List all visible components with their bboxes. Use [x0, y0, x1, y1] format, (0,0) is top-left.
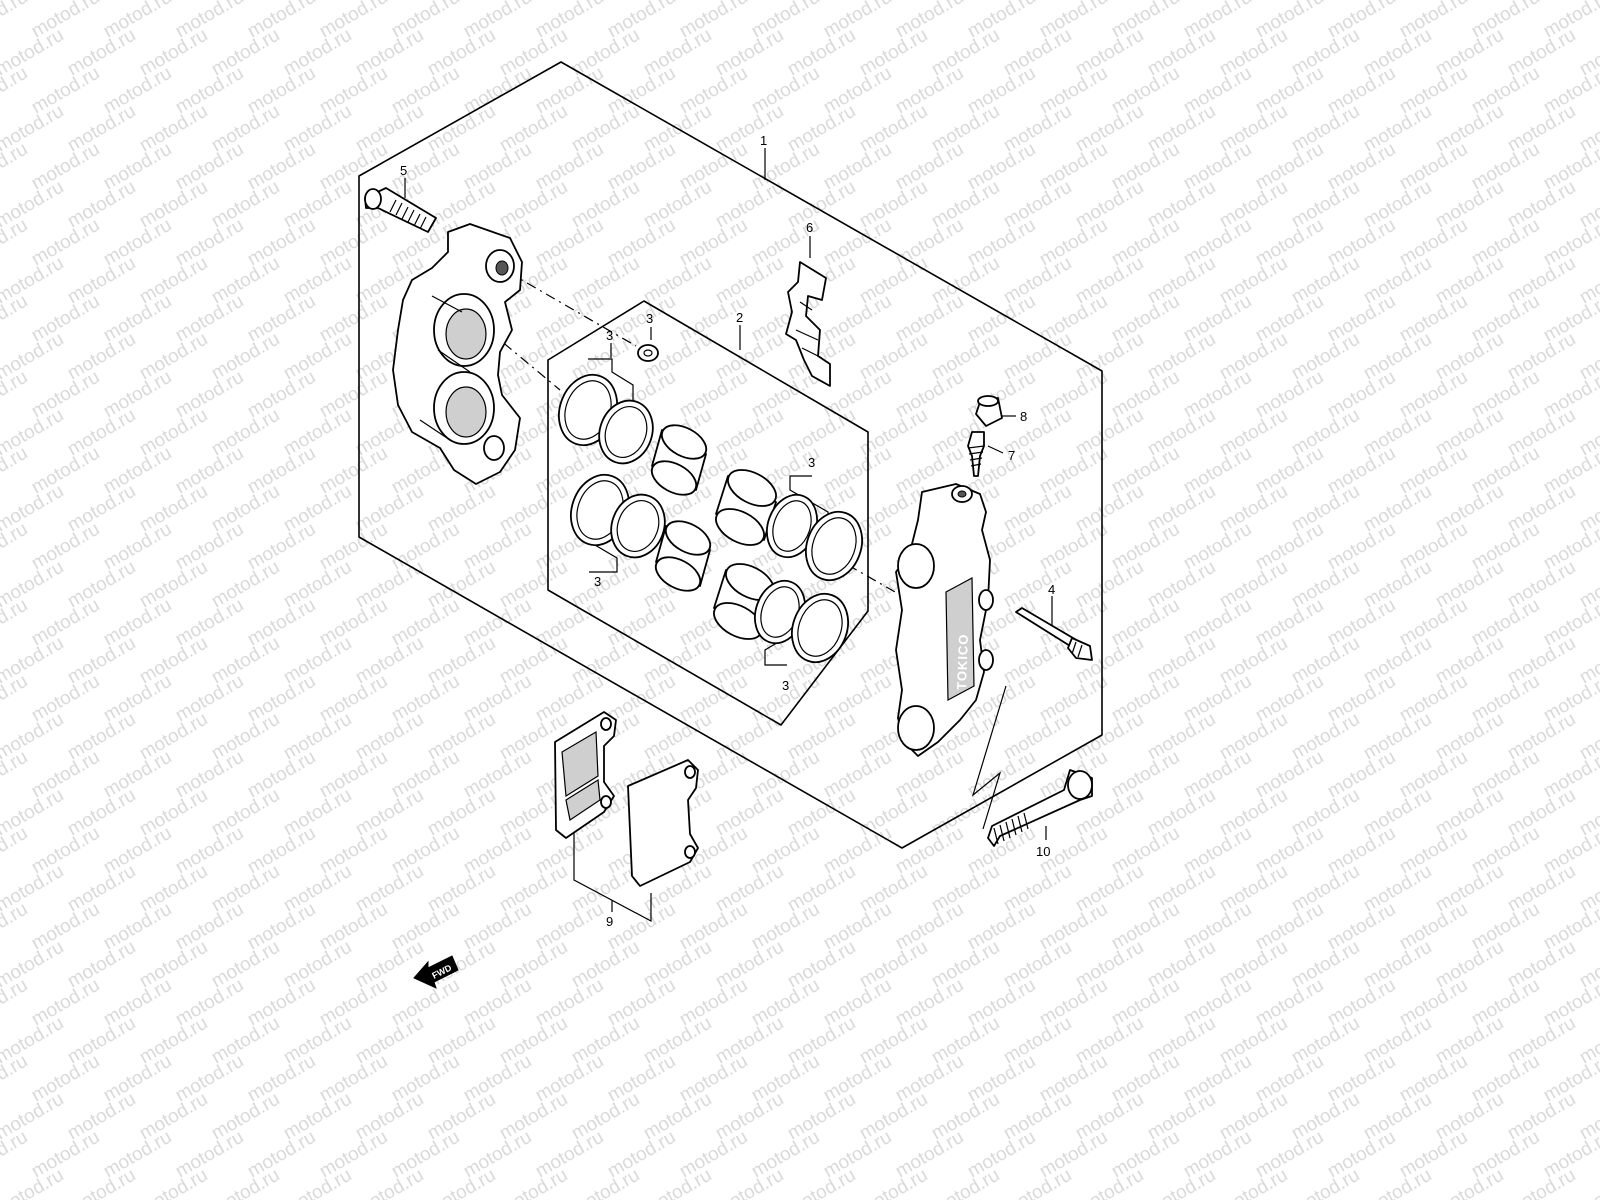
watermark-text: motod.ru: [0, 367, 31, 423]
watermark-text: motod.ru: [0, 63, 31, 119]
callout-6: 6: [806, 220, 813, 235]
watermark-text: motod.ru: [0, 291, 31, 347]
watermark-text: motod.ru: [568, 1165, 643, 1200]
watermark-text: motod.ru: [1072, 1165, 1147, 1200]
watermark-text: motod.ru: [0, 823, 31, 879]
watermark-text: motod.ru: [0, 1051, 31, 1107]
watermark-text: motod.ru: [1576, 0, 1600, 4]
watermark-text: motod.ru: [0, 671, 31, 727]
watermark-text: motod.ru: [1144, 1165, 1219, 1200]
watermark-text: motod.ru: [208, 1165, 283, 1200]
watermark-text: motod.ru: [1000, 1165, 1075, 1200]
watermark-text: motod.ru: [640, 1165, 715, 1200]
callout-4: 4: [1048, 582, 1055, 597]
watermark-text: motod.ru: [0, 443, 31, 499]
watermark-text: motod.ru: [856, 1165, 931, 1200]
watermark-text: motod.ru: [928, 1165, 1003, 1200]
watermark-text: motod.ru: [712, 1165, 787, 1200]
callout-10: 10: [1036, 844, 1050, 859]
watermark-text: motod.ru: [0, 595, 31, 651]
callout-8: 8: [1020, 409, 1027, 424]
callout-3-upper-left: 3: [606, 328, 613, 343]
watermark-text: motod.ru: [64, 1165, 139, 1200]
callout-3-upper-right: 3: [808, 455, 815, 470]
watermark-text: motod.ru: [784, 1165, 859, 1200]
callout-9: 9: [606, 914, 613, 929]
callout-5: 5: [400, 163, 407, 178]
watermark-text: motod.ru: [0, 747, 31, 803]
watermark-text: motod.ru: [352, 1165, 427, 1200]
callout-7: 7: [1008, 448, 1015, 463]
callout-3-lower-right: 3: [782, 678, 789, 693]
watermark-text: motod.ru: [136, 1165, 211, 1200]
watermark-text: motod.ru: [1360, 1165, 1435, 1200]
watermark-text: motod.ru: [0, 0, 31, 42]
watermark-text: motod.ru: [496, 1165, 571, 1200]
watermark-text: motod.ru: [1288, 1165, 1363, 1200]
watermark-text: motod.ru: [424, 1165, 499, 1200]
watermark-text: motod.ru: [280, 1165, 355, 1200]
watermark-text: motod.ru: [0, 899, 31, 955]
callout-3-lower-left: 3: [594, 574, 601, 589]
watermark-text: motod.ru: [0, 1127, 31, 1183]
watermark-text: motod.ru: [1504, 1165, 1579, 1200]
callout-3-washer: 3: [646, 311, 653, 326]
caliper-brand-label: TOKICO: [954, 633, 971, 690]
watermark-text: motod.ru: [0, 975, 31, 1031]
watermark-text: motod.ru: [1576, 1165, 1600, 1200]
callout-2: 2: [736, 310, 743, 325]
callout-1: 1: [760, 133, 767, 148]
watermark-text: motod.ru: [0, 139, 31, 195]
seal-ring-icon: [637, 344, 659, 362]
watermark-text: motod.ru: [0, 215, 31, 271]
watermark-text: motod.ru: [1216, 1165, 1291, 1200]
watermark-text: motod.ru: [1432, 1165, 1507, 1200]
watermark-text: motod.ru: [0, 519, 31, 575]
